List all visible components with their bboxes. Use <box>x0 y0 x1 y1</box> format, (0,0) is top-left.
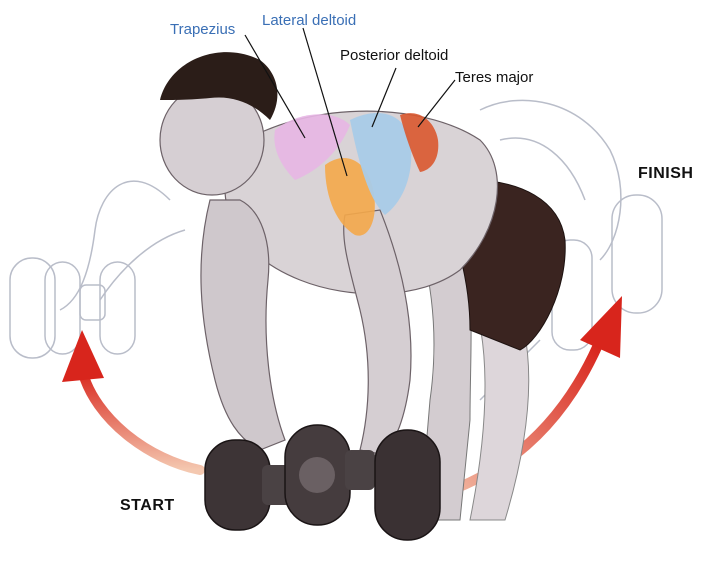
ghost-left-arm <box>9 180 186 359</box>
trapezius-label: Trapezius <box>170 21 236 38</box>
start-label: START <box>120 497 175 514</box>
finish-label: FINISH <box>638 165 694 182</box>
lateral-deltoid-label: Lateral deltoid <box>262 12 357 29</box>
trapezius-muscle <box>274 114 350 180</box>
teres-major-muscle <box>400 113 439 172</box>
right-arrow-head <box>580 296 622 358</box>
dumbbells <box>204 424 441 541</box>
left-arrow-head <box>62 330 104 382</box>
athlete-figure <box>159 52 566 521</box>
lateral-deltoid-muscle <box>325 157 375 236</box>
hair <box>160 52 278 121</box>
motion-arrows <box>62 296 622 505</box>
posterior-deltoid-muscle <box>350 112 412 215</box>
leader-lines <box>244 27 456 177</box>
posterior-deltoid-label: Posterior deltoid <box>340 47 449 64</box>
teres-major-label: Teres major <box>455 69 534 86</box>
